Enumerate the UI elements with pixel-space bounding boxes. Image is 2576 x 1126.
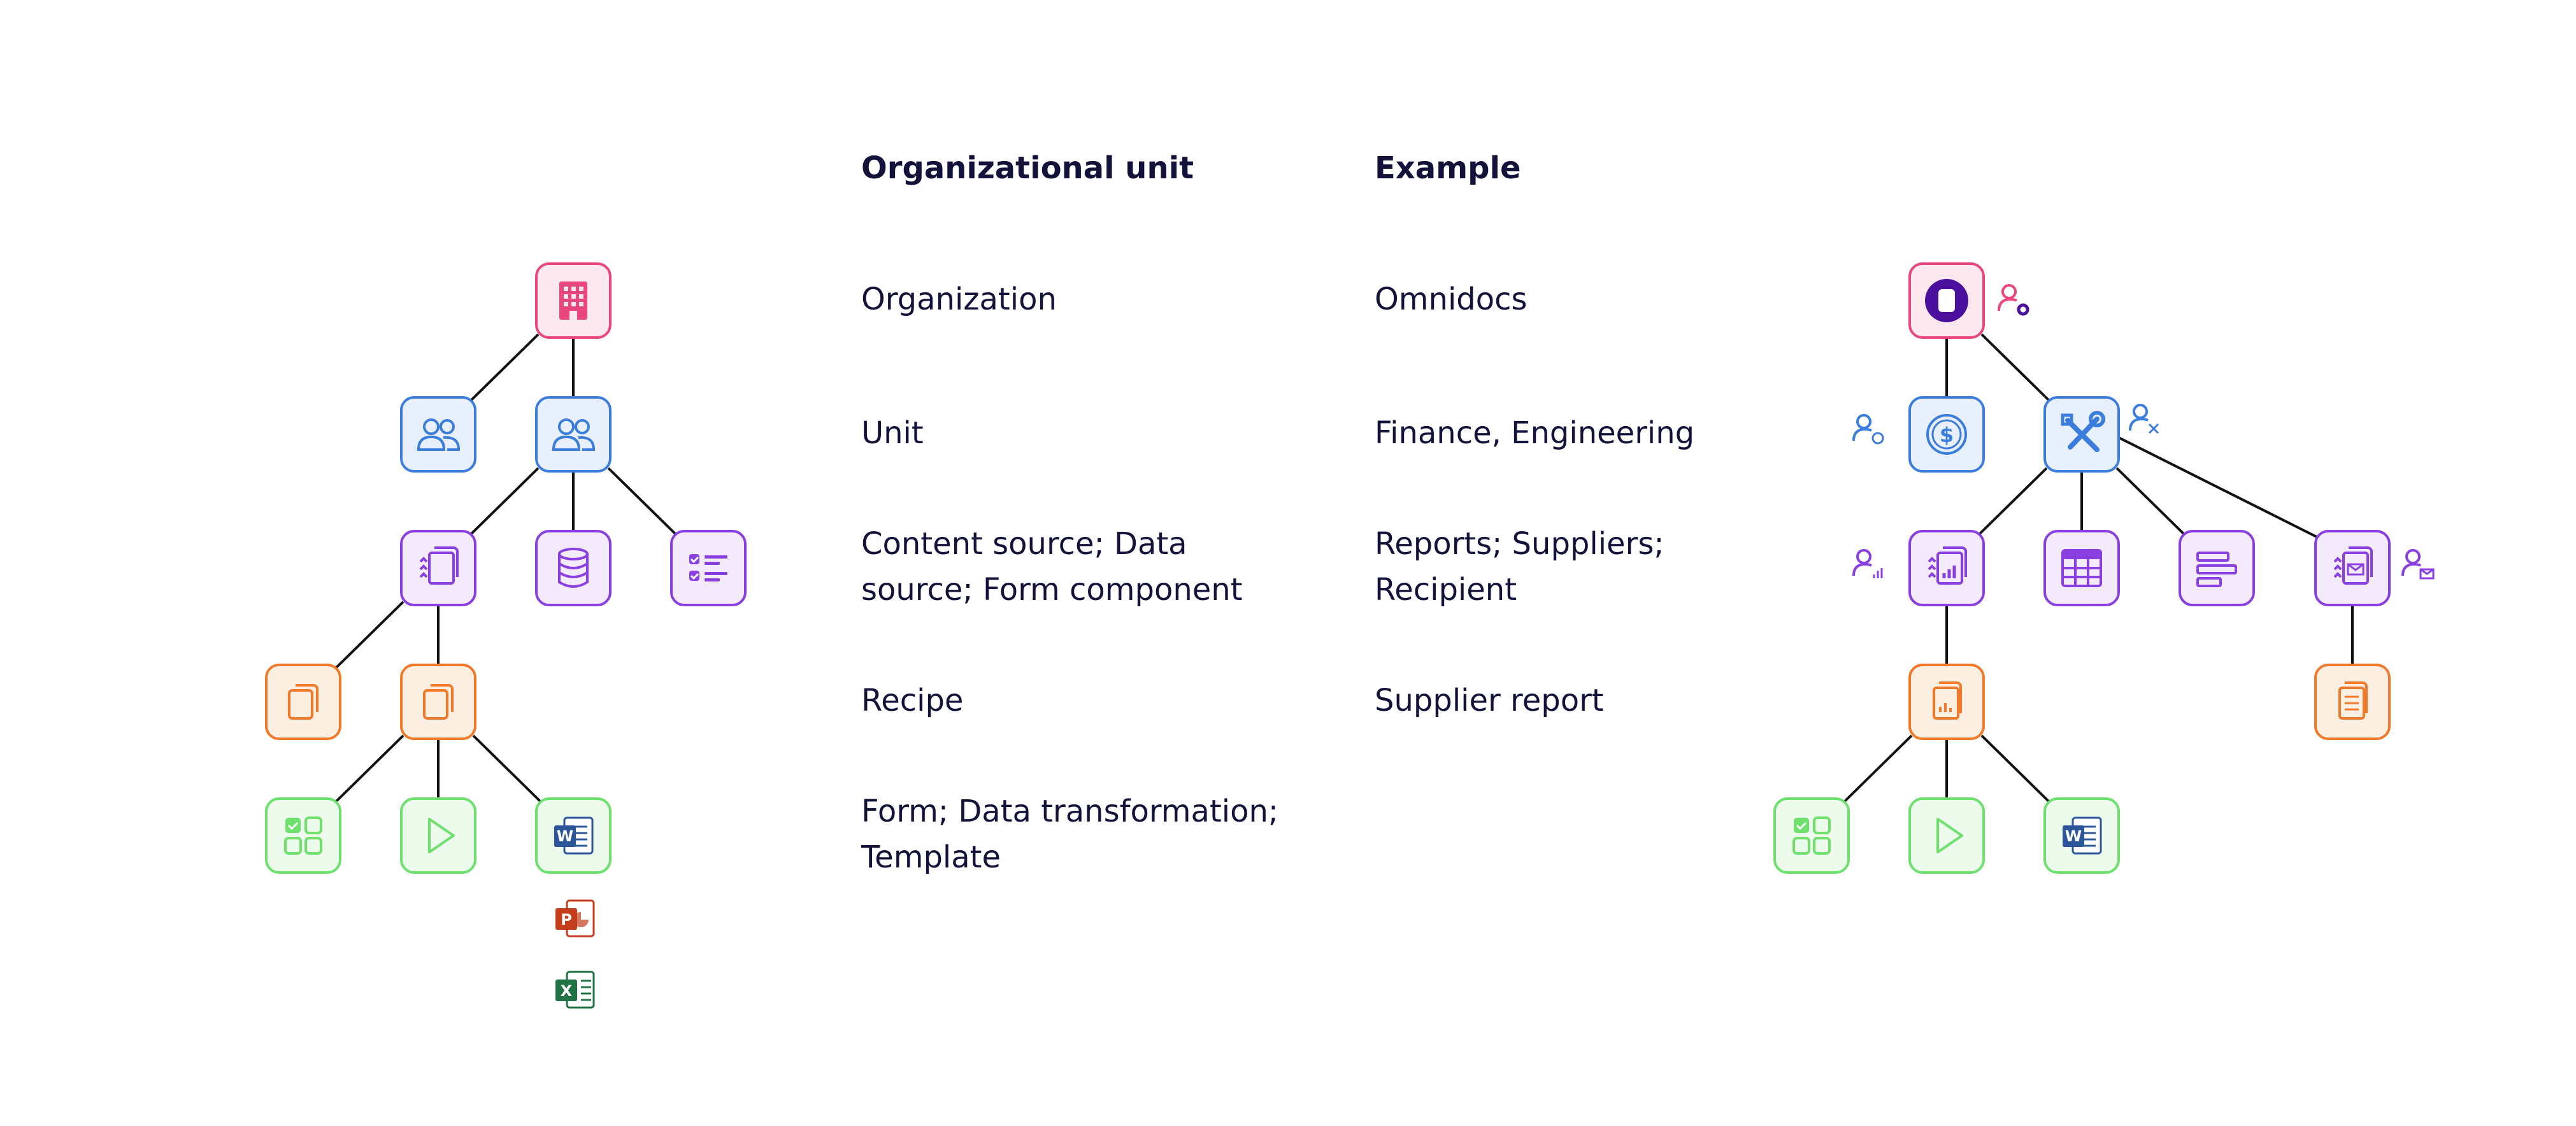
- reports-node: [1908, 530, 1985, 606]
- svg-text:X: X: [561, 982, 573, 1000]
- users-icon: [552, 418, 596, 451]
- mail-stack-icon: [2333, 546, 2373, 585]
- form-example-node: [1773, 797, 1850, 874]
- form-grid-icon: [1792, 816, 1831, 855]
- template-node: W: [535, 797, 612, 874]
- unit-label-organization: Organization: [861, 282, 1057, 317]
- document-lines-icon: [2338, 681, 2368, 720]
- recipe-node: [265, 664, 341, 740]
- users-icon: [417, 418, 461, 451]
- unit-label-outputs-line: Form; Data transformation;: [861, 794, 1279, 829]
- engineering-node: [2043, 396, 2120, 473]
- form-component-example-node: [2179, 530, 2255, 606]
- svg-text:P: P: [561, 911, 572, 929]
- omnidocs-node: [1908, 262, 1985, 339]
- organization-node: [535, 262, 612, 339]
- user-chart-icon: [1852, 549, 1883, 578]
- word-icon: W: [2063, 816, 2102, 855]
- table-icon: [2061, 549, 2102, 587]
- unit-label-recipe: Recipe: [861, 683, 964, 718]
- example-label-sources-line: Reports; Suppliers;: [1375, 526, 1664, 562]
- finance-node: $: [1908, 396, 1985, 473]
- unit-label-outputs: Form; Data transformation; Template: [861, 788, 1278, 880]
- column-header-organizational-unit: Organizational unit: [861, 150, 1194, 186]
- recipient-node: [2314, 530, 2391, 606]
- user-money-icon: [1852, 414, 1884, 445]
- database-icon: [558, 548, 589, 588]
- data-transformation-node: [400, 797, 476, 874]
- user-key-icon: [1998, 284, 2029, 316]
- building-icon: [559, 282, 587, 320]
- report-doc-icon: [1933, 681, 1962, 720]
- omnidocs-logo-icon: [1925, 279, 1968, 322]
- user-tools-icon: [2129, 404, 2159, 434]
- engineering-tools-icon: [2061, 411, 2105, 452]
- content-source-node: [400, 530, 476, 606]
- align-bars-icon: [2196, 552, 2237, 587]
- svg-text:W: W: [2065, 827, 2082, 845]
- form-component-node: [670, 530, 747, 606]
- unit-node: [535, 396, 612, 473]
- example-label-sources-line: Recipient: [1375, 572, 1517, 608]
- data-source-node: [535, 530, 612, 606]
- copy-icon: [423, 684, 454, 720]
- template-example-node: W: [2043, 797, 2120, 874]
- unit-node: [400, 396, 476, 473]
- play-icon: [428, 818, 455, 853]
- recipe-node: [400, 664, 476, 740]
- example-label-sources: Reports; Suppliers; Recipient: [1375, 521, 1664, 613]
- data-transformation-example-node: [1908, 797, 1985, 874]
- supplier-report-node: [1908, 664, 1985, 740]
- copy-icon: [288, 684, 318, 720]
- form-node: [265, 797, 341, 874]
- unit-label-sources: Content source; Data source; Form compon…: [861, 521, 1243, 613]
- column-header-example: Example: [1375, 150, 1521, 186]
- user-mail-icon: [2401, 549, 2435, 580]
- example-label-recipe: Supplier report: [1375, 683, 1604, 718]
- excel-icon: X: [555, 971, 595, 1009]
- unit-label-sources-line: Content source; Data: [861, 526, 1187, 562]
- example-label-organization: Omnidocs: [1375, 282, 1528, 317]
- report-chart-icon: [1928, 546, 1967, 585]
- form-grid-icon: [284, 816, 322, 855]
- svg-text:W: W: [557, 827, 573, 845]
- word-icon: W: [554, 816, 594, 855]
- suppliers-node: [2043, 530, 2120, 606]
- svg-text:$: $: [1940, 423, 1954, 447]
- powerpoint-icon: P: [555, 899, 595, 937]
- unit-label-sources-line: source; Form component: [861, 572, 1243, 608]
- documents-stack-icon: [419, 546, 459, 585]
- recipient-recipe-node: [2314, 664, 2391, 740]
- finance-dollar-icon: $: [1926, 414, 1967, 455]
- example-label-unit: Finance, Engineering: [1375, 415, 1695, 451]
- play-icon: [1936, 818, 1963, 853]
- checklist-icon: [689, 554, 727, 581]
- unit-label-outputs-line: Template: [861, 839, 1001, 875]
- unit-label-unit: Unit: [861, 415, 924, 451]
